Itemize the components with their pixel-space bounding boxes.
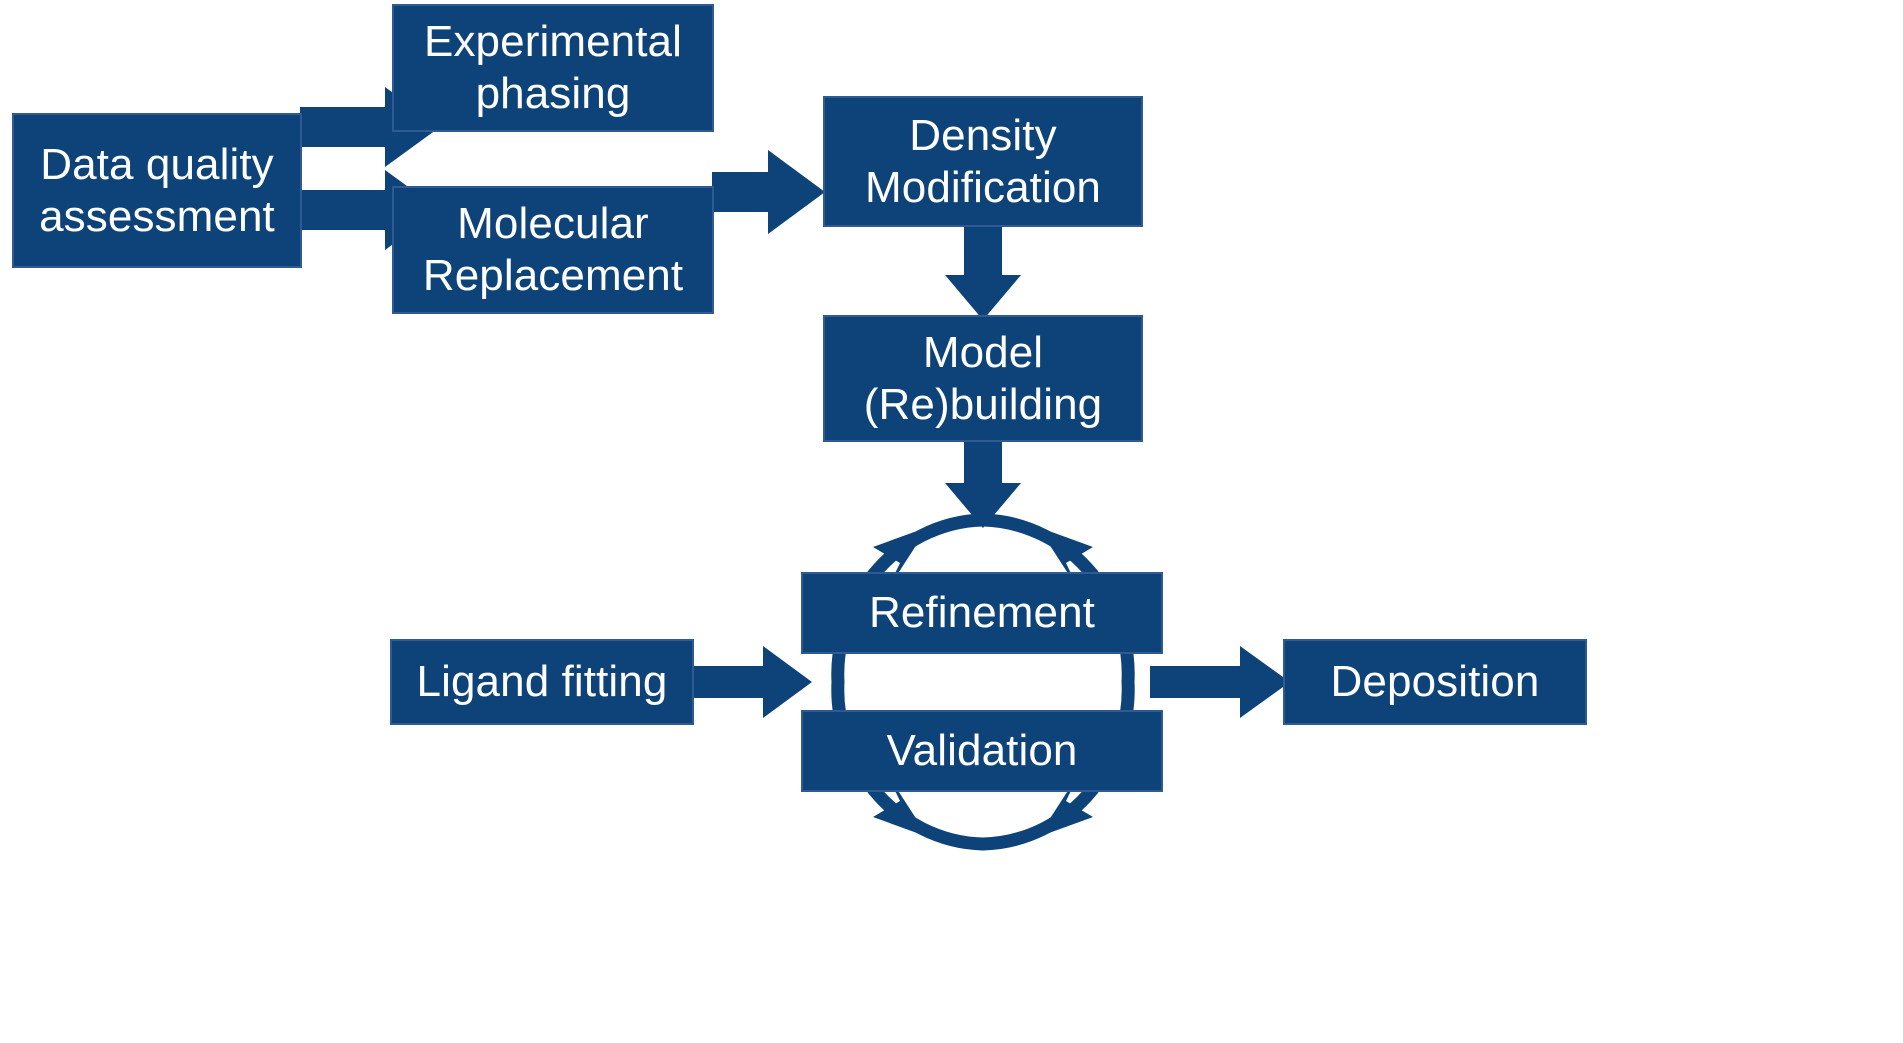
arrow-validation-to-deposition — [1150, 646, 1290, 718]
node-refinement[interactable]: Refinement — [801, 572, 1163, 654]
node-model-rebuilding[interactable]: Model (Re)building — [823, 315, 1143, 442]
node-deposition[interactable]: Deposition — [1283, 639, 1587, 725]
arrow-density-modification-to-model-rebuilding — [945, 222, 1021, 320]
cycle-arc-top-left — [867, 513, 990, 592]
cycle-arc-bottom-right — [976, 772, 1099, 851]
node-validation[interactable]: Validation — [801, 710, 1163, 792]
node-data-quality-assessment[interactable]: Data quality assessment — [12, 113, 302, 268]
arrow-model-rebuilding-to-refinement — [945, 430, 1021, 528]
node-density-modification[interactable]: Density Modification — [823, 96, 1143, 227]
cycle-arc-top-right — [976, 513, 1099, 592]
arrow-phasing-to-density-modification — [712, 150, 825, 234]
cycle-arc-bottom-left — [867, 772, 990, 851]
arrow-ligand-fitting-to-refinement — [690, 646, 812, 718]
node-experimental-phasing[interactable]: Experimental phasing — [392, 4, 714, 132]
node-ligand-fitting[interactable]: Ligand fitting — [390, 639, 694, 725]
node-molecular-replacement[interactable]: Molecular Replacement — [392, 186, 714, 314]
